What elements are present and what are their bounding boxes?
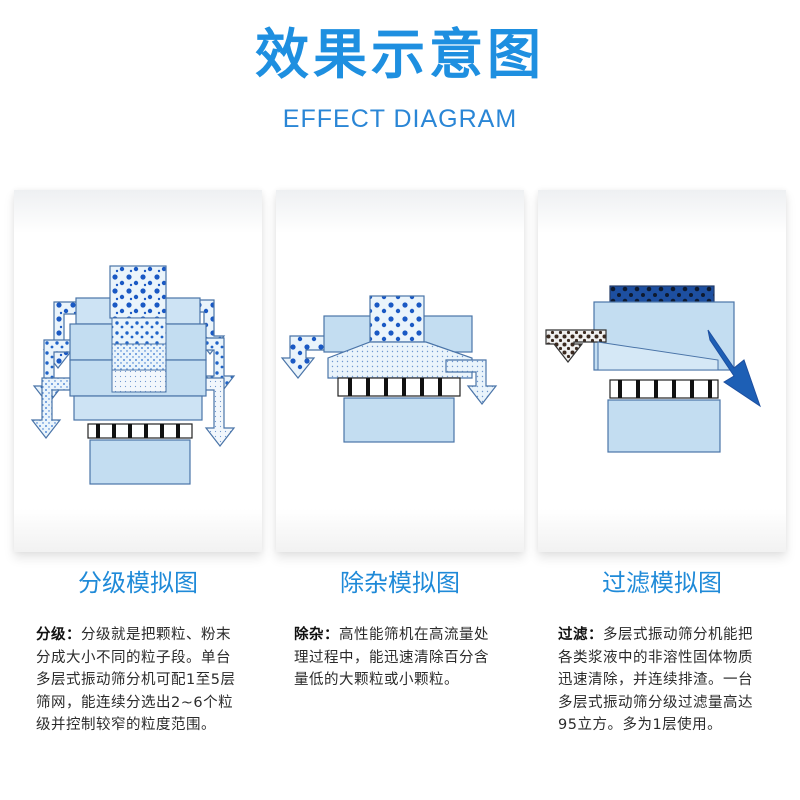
grading-description: 分级：分级就是把颗粒、粉末分成大小不同的粒子段。单台多层式振动筛分机可配1至5层… bbox=[36, 624, 242, 737]
impurity-caption: 除杂模拟图 bbox=[340, 569, 460, 597]
filter-text: 多层式振动筛分机能把各类浆液中的非溶性固体物质迅速清除，并连续排渣。一台多层式振… bbox=[558, 627, 753, 734]
grading-diagram bbox=[30, 265, 236, 485]
impurity-diagram-panel bbox=[276, 190, 524, 552]
impurity-description: 除杂：高性能筛机在高流量处理过程中，能迅速清除百分含量低的大颗粒或小颗粒。 bbox=[294, 624, 500, 692]
page-subtitle: EFFECT DIAGRAM bbox=[282, 105, 518, 133]
impurity-term: 除杂： bbox=[294, 627, 339, 643]
impurity-text: 高性能筛机在高流量处理过程中，能迅速清除百分含量低的大颗粒或小颗粒。 bbox=[294, 627, 489, 689]
filter-diagram bbox=[545, 285, 761, 453]
grading-term: 分级： bbox=[36, 627, 81, 643]
grading-spouts bbox=[30, 299, 236, 447]
impurity-diagram bbox=[280, 295, 498, 443]
grading-text: 分级就是把颗粒、粉末分成大小不同的粒子段。单台多层式振动筛分机可配1至5层筛网，… bbox=[36, 627, 236, 734]
filter-caption: 过滤模拟图 bbox=[602, 569, 722, 597]
filter-description: 过滤：多层式振动筛分机能把各类浆液中的非溶性固体物质迅速清除，并连续排渣。一台多… bbox=[558, 624, 764, 737]
filter-term: 过滤： bbox=[558, 627, 603, 643]
grading-diagram-panel bbox=[14, 190, 262, 552]
page-title: 效果示意图 bbox=[255, 23, 545, 86]
grading-caption: 分级模拟图 bbox=[78, 569, 198, 597]
filter-diagram-panel bbox=[538, 190, 786, 552]
